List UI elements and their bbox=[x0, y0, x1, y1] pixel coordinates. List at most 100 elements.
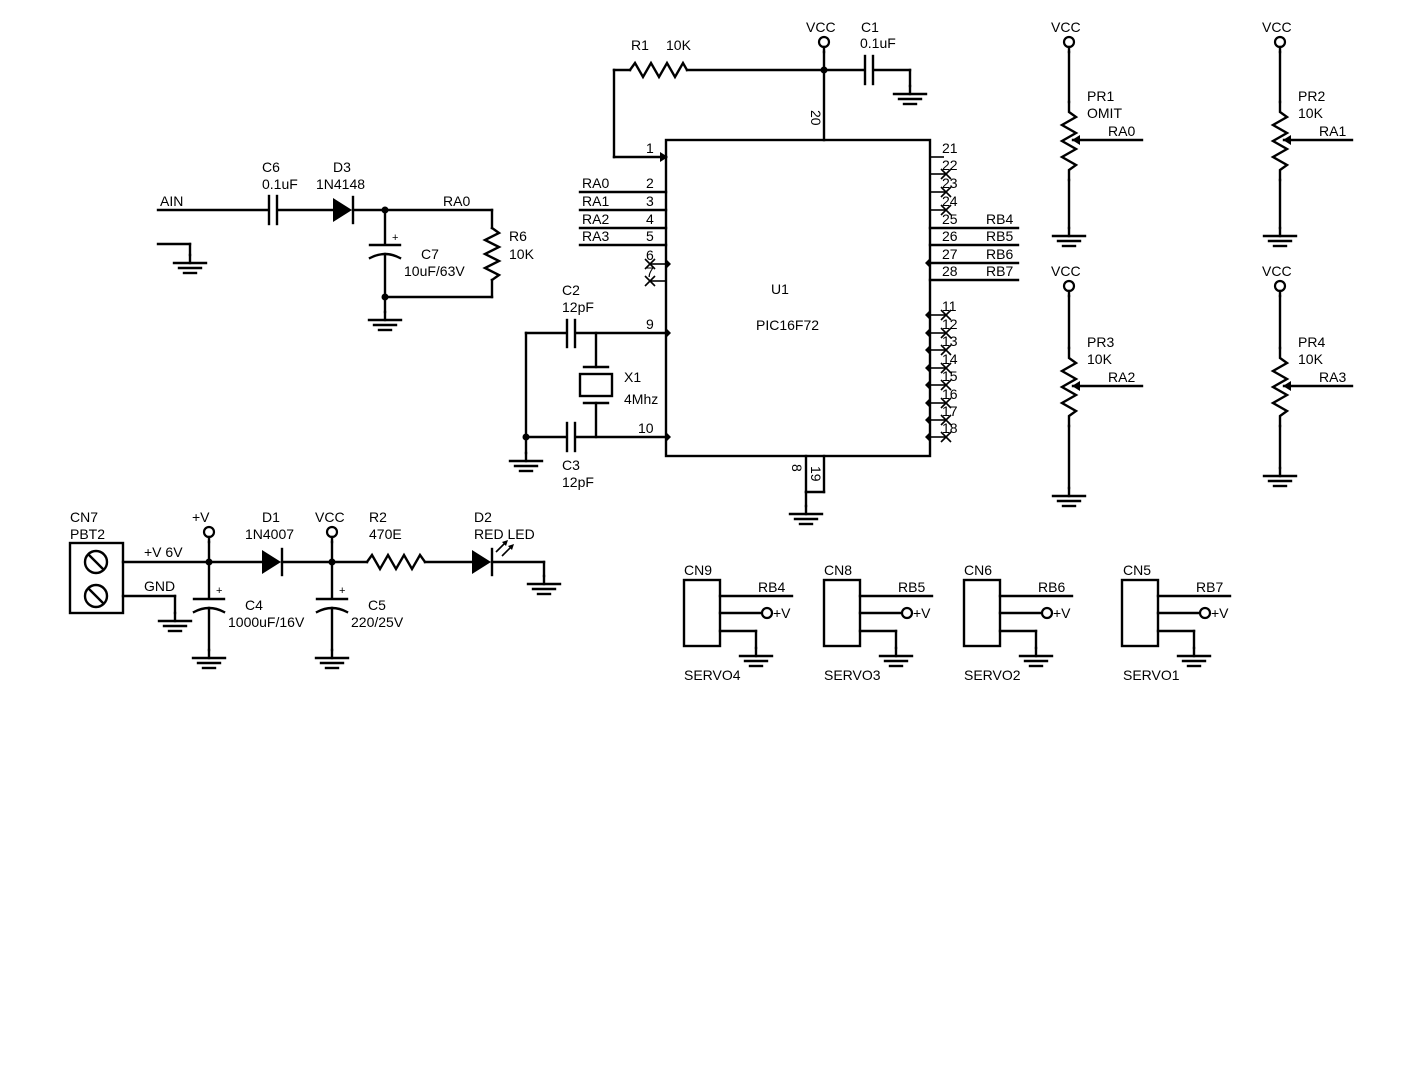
c4-ref: C4 bbox=[245, 597, 263, 613]
net-rb7: RB7 bbox=[986, 263, 1013, 279]
cn8-name: SERVO3 bbox=[824, 667, 881, 683]
cn5-pwr: +V bbox=[1211, 605, 1229, 621]
preset-pr2: VCC PR2 10K RA1 bbox=[1262, 19, 1354, 248]
cn9-pwr: +V bbox=[773, 605, 791, 621]
u1-microcontroller: U1 PIC16F72 VCC 20 R1 10K C1 0.1uF 1 RA0… bbox=[578, 19, 1020, 526]
cn6-ref: CN6 bbox=[964, 562, 992, 578]
net-rb5: RB5 bbox=[986, 228, 1013, 244]
cn5-net: RB7 bbox=[1196, 579, 1223, 595]
pin-11: 11 bbox=[942, 298, 957, 314]
pin-2: 2 bbox=[646, 175, 654, 191]
d1-ref: D1 bbox=[262, 509, 280, 525]
r6-ref: R6 bbox=[509, 228, 527, 244]
pin-8: 8 bbox=[789, 464, 805, 472]
preset-pr3: VCC PR3 10K RA2 bbox=[1051, 263, 1144, 508]
net-ra3: RA3 bbox=[582, 228, 609, 244]
preset-pr1: VCC PR1 OMIT RA0 bbox=[1051, 19, 1144, 248]
cn9-net: RB4 bbox=[758, 579, 785, 595]
gnd-label: GND bbox=[144, 578, 175, 594]
pin-12: 12 bbox=[942, 316, 958, 332]
cn5-ref: CN5 bbox=[1123, 562, 1151, 578]
c6-ref: C6 bbox=[262, 159, 280, 175]
pin-9: 9 bbox=[646, 316, 654, 332]
servo-connector-cn6: CN6 RB6 +V SERVO2 bbox=[962, 562, 1074, 683]
servo-connector-cn9: CN9 RB4 +V SERVO4 bbox=[682, 562, 794, 683]
c1-ref: C1 bbox=[861, 19, 879, 35]
c2-ref: C2 bbox=[562, 282, 580, 298]
pr1-value: OMIT bbox=[1087, 105, 1122, 121]
pr2-ref: PR2 bbox=[1298, 88, 1325, 104]
pin-28: 28 bbox=[942, 263, 958, 279]
c7-pol: + bbox=[392, 232, 398, 244]
u1-value: PIC16F72 bbox=[756, 317, 819, 333]
pr4-ref: PR4 bbox=[1298, 334, 1325, 350]
c3-ref: C3 bbox=[562, 457, 580, 473]
cn5-name: SERVO1 bbox=[1123, 667, 1180, 683]
pin-21: 21 bbox=[942, 140, 958, 156]
cn6-name: SERVO2 bbox=[964, 667, 1021, 683]
pr3-ref: PR3 bbox=[1087, 334, 1114, 350]
pr3-net: RA2 bbox=[1108, 369, 1135, 385]
c7-ref: C7 bbox=[421, 246, 439, 262]
cn8-net: RB5 bbox=[898, 579, 925, 595]
pr2-net: RA1 bbox=[1319, 123, 1346, 139]
cn9-ref: CN9 bbox=[684, 562, 712, 578]
pr2-vcc: VCC bbox=[1262, 19, 1292, 35]
cn7-value: PBT2 bbox=[70, 526, 105, 542]
r2-ref: R2 bbox=[369, 509, 387, 525]
x1-ref: X1 bbox=[624, 369, 641, 385]
r1-ref: R1 bbox=[631, 37, 649, 53]
pin-24: 24 bbox=[942, 193, 958, 209]
u1-ref: U1 bbox=[771, 281, 789, 297]
net-ra1: RA1 bbox=[582, 193, 609, 209]
d3-ref: D3 bbox=[333, 159, 351, 175]
cn6-pwr: +V bbox=[1053, 605, 1071, 621]
plusv-label: +V bbox=[192, 509, 210, 525]
pin-4: 4 bbox=[646, 211, 654, 227]
pin-19: 19 bbox=[808, 466, 824, 482]
d1-value: 1N4007 bbox=[245, 526, 294, 542]
cn9-name: SERVO4 bbox=[684, 667, 741, 683]
r2-value: 470E bbox=[369, 526, 402, 542]
d2-ref: D2 bbox=[474, 509, 492, 525]
r6-value: 10K bbox=[509, 246, 535, 262]
net-rb4: RB4 bbox=[986, 211, 1013, 227]
pin-15: 15 bbox=[942, 368, 958, 384]
pr1-ref: PR1 bbox=[1087, 88, 1114, 104]
pin-5: 5 bbox=[646, 228, 654, 244]
c7-value: 10uF/63V bbox=[404, 263, 465, 279]
c1-value: 0.1uF bbox=[860, 35, 896, 51]
servo-connector-cn5: CN5 RB7 +V SERVO1 bbox=[1120, 562, 1232, 683]
pin-14: 14 bbox=[942, 351, 958, 367]
pin-13: 13 bbox=[942, 333, 958, 349]
pr4-value: 10K bbox=[1298, 351, 1324, 367]
pin-25: 25 bbox=[942, 211, 958, 227]
pin-22: 22 bbox=[942, 157, 958, 173]
pin-20: 20 bbox=[808, 110, 824, 126]
u1-vcc-label: VCC bbox=[806, 19, 836, 35]
pin-18: 18 bbox=[942, 420, 958, 436]
net-ra0: RA0 bbox=[582, 175, 609, 191]
vcc-power-label: VCC bbox=[315, 509, 345, 525]
pr3-value: 10K bbox=[1087, 351, 1113, 367]
pr1-vcc: VCC bbox=[1051, 19, 1081, 35]
c5-pol: + bbox=[339, 585, 345, 597]
oscillator-circuit: C2 12pF C3 12pF X1 4Mhz bbox=[508, 282, 668, 490]
net-ra2: RA2 bbox=[582, 211, 609, 227]
c5-ref: C5 bbox=[368, 597, 386, 613]
d2-value: RED LED bbox=[474, 526, 535, 542]
pr2-value: 10K bbox=[1298, 105, 1324, 121]
net-rb6: RB6 bbox=[986, 246, 1013, 262]
c3-value: 12pF bbox=[562, 474, 594, 490]
pin-3: 3 bbox=[646, 193, 654, 209]
pin-16: 16 bbox=[942, 386, 958, 402]
pin-27: 27 bbox=[942, 246, 958, 262]
cn8-ref: CN8 bbox=[824, 562, 852, 578]
pin-1: 1 bbox=[646, 140, 654, 156]
pr3-vcc: VCC bbox=[1051, 263, 1081, 279]
v6-label: +V 6V bbox=[144, 544, 183, 560]
pin-17: 17 bbox=[942, 403, 958, 419]
r1-value: 10K bbox=[666, 37, 692, 53]
ain-label: AIN bbox=[160, 193, 183, 209]
